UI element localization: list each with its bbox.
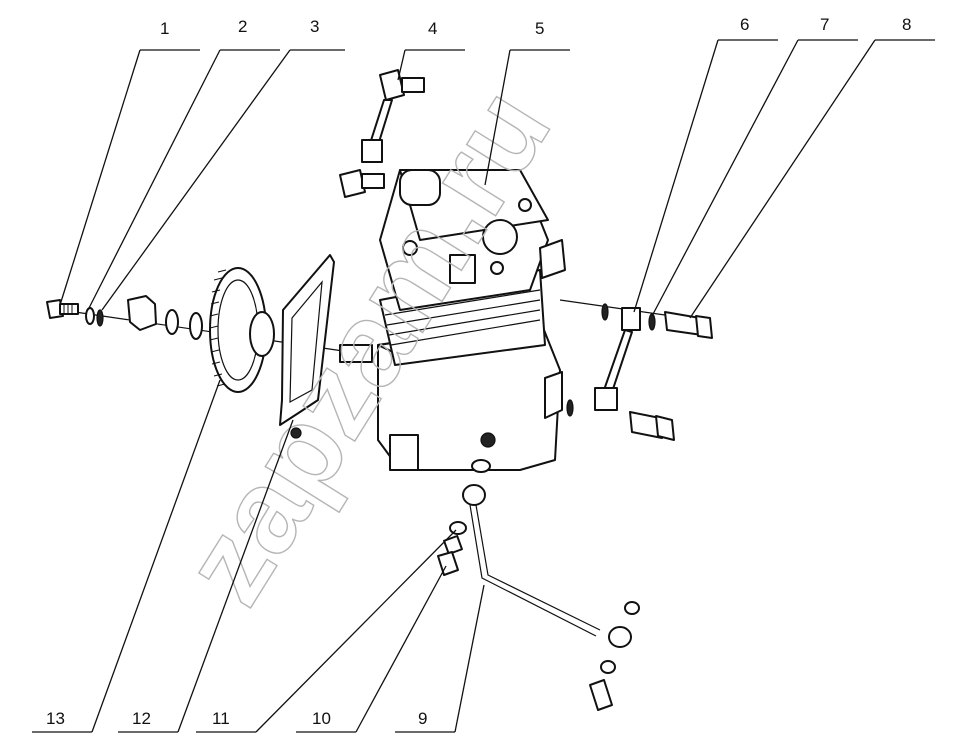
bolt-part-10	[437, 521, 467, 576]
washer-part-2	[85, 307, 95, 325]
callout-label-4: 4	[428, 19, 437, 38]
callout-label-7: 7	[820, 15, 829, 34]
bolt-part-1	[46, 299, 79, 319]
leader-line-9	[454, 584, 485, 733]
gasket-part-12	[279, 254, 335, 439]
washer-part-3	[96, 309, 104, 327]
leader-line-7	[651, 39, 799, 317]
pipe-assembly-part-4	[339, 69, 425, 198]
fitting-assembly-parts-6-8	[566, 303, 713, 441]
leader-line-13	[91, 379, 221, 733]
callout-label-2: 2	[238, 17, 247, 36]
callout-label-1: 1	[160, 19, 169, 38]
gear-part-13	[209, 267, 275, 393]
leader-line-10	[355, 565, 447, 733]
callout-label-11: 11	[212, 709, 230, 728]
nut-part	[127, 295, 203, 340]
pipe-part-9	[462, 459, 640, 711]
leader-line-5	[484, 49, 511, 186]
leader-line-11	[255, 529, 457, 733]
callout-label-3: 3	[310, 17, 319, 36]
leader-line-4	[397, 49, 406, 81]
callout-label-10: 10	[312, 709, 331, 728]
leader-line-3	[101, 49, 291, 311]
callout-label-9: 9	[418, 709, 427, 728]
compressor-body-part-5	[339, 169, 566, 471]
callout-label-8: 8	[902, 15, 911, 34]
leader-line-1	[59, 49, 141, 306]
leader-line-6	[633, 39, 719, 313]
callout-label-5: 5	[535, 19, 544, 38]
callout-label-6: 6	[740, 15, 749, 34]
leader-line-2	[87, 49, 221, 311]
callout-label-13: 13	[46, 709, 65, 728]
leader-line-12	[177, 419, 294, 733]
leader-line-8	[689, 39, 876, 319]
callout-label-12: 12	[132, 709, 151, 728]
